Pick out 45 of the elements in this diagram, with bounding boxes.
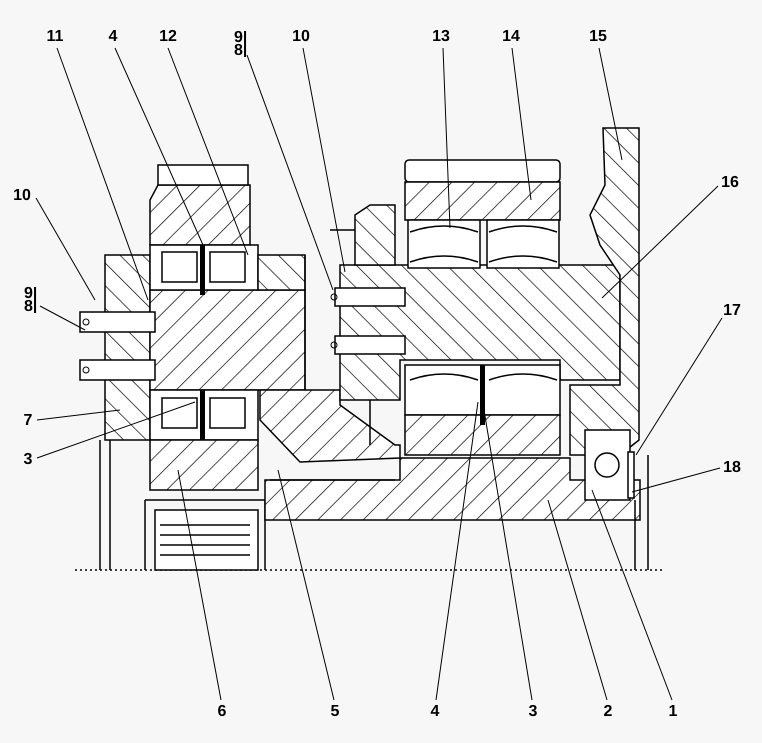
leader-line [512,48,532,200]
leader-line [278,470,334,700]
leader-line [592,490,672,700]
leader-line [632,468,720,492]
leader-line [436,402,478,700]
callout-number: 16 [721,175,739,191]
leader-line [178,470,222,700]
callout-number: 11 [46,29,64,45]
leader-line [246,54,334,290]
leader-line [40,306,86,330]
leader-line [36,198,96,300]
callout-stack [24,287,36,313]
callout-number: 4 [430,704,440,720]
callout-number: 3 [528,704,538,720]
leader-line [56,48,148,300]
callout-number: 12 [159,29,177,45]
callout-number: 6 [218,704,226,720]
leader-line [36,410,120,420]
callout-number: 1 [668,704,678,720]
callout-number: 10 [292,29,310,45]
callout-number: 3 [24,452,32,468]
callout-number: 8 [24,300,33,313]
callout-number: 10 [13,188,31,204]
callout-number: 9 [24,287,33,300]
callout-number: 9 [234,31,243,44]
callout-number: 14 [502,29,520,45]
callout-number: 18 [723,460,741,476]
callout-number: 5 [330,704,340,720]
callout-number: 17 [723,303,741,319]
leader-line [598,48,622,160]
leader-line [442,48,450,228]
callout-stack [234,31,246,57]
callout-number: 2 [604,704,612,720]
leader-line [602,186,718,298]
callout-number: 8 [234,44,243,57]
callout-number: 4 [108,29,118,45]
leader-line [36,402,196,458]
leader-line [636,318,722,456]
leader-line [548,500,608,700]
callout-number: 15 [589,29,607,45]
leader-line [302,48,346,272]
leader-line [168,48,248,256]
callout-number: 13 [432,29,450,45]
callout-number: 7 [24,413,32,429]
leader-line [114,48,204,246]
